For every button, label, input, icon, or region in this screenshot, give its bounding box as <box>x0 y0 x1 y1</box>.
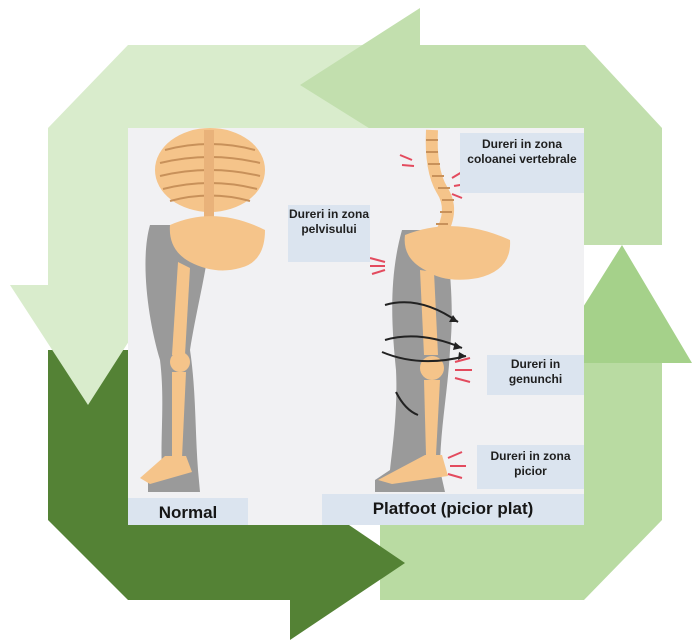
platfoot-spine <box>432 130 448 235</box>
rotation-arrowhead <box>453 342 462 350</box>
pain-marker-pelvis <box>370 258 385 274</box>
platfoot-caption: Platfoot (picior plat) <box>322 494 584 525</box>
normal-caption: Normal <box>128 498 248 525</box>
pelvis-pain-label: Dureri in zona pelvisului <box>288 205 370 262</box>
pain-marker-knee <box>455 358 472 382</box>
spine-pain-label: Dureri in zona coloanei vertebrale <box>460 133 584 193</box>
knee-pain-label: Dureri in genunchi <box>487 355 584 395</box>
pain-marker-foot <box>448 452 466 478</box>
normal-spine <box>204 130 214 230</box>
normal-knee <box>170 352 190 372</box>
foot-pain-label: Dureri in zona picior <box>477 445 584 489</box>
